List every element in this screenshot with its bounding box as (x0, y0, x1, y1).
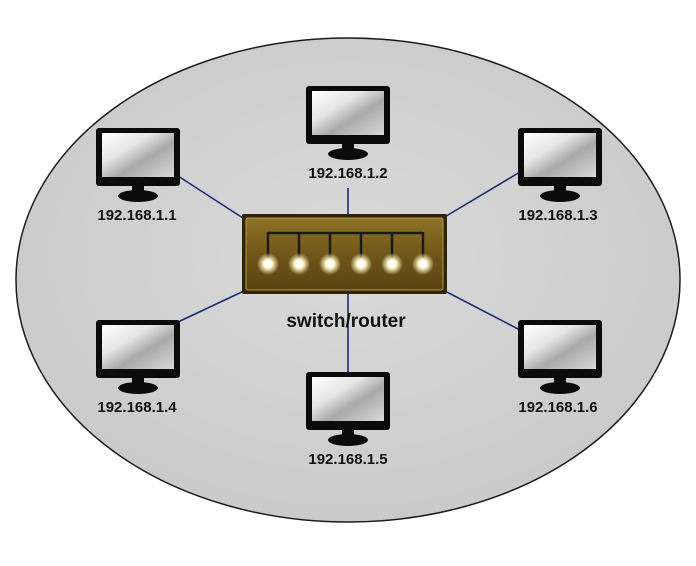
monitor-screen (312, 377, 384, 421)
computer-1: 192.168.1.1 (96, 128, 180, 224)
computer-2: 192.168.1.2 (306, 86, 390, 182)
port-light (326, 260, 334, 268)
switch-port-2 (288, 232, 310, 275)
ip-address-label: 192.168.1.1 (97, 207, 176, 224)
monitor-screen (524, 325, 596, 369)
monitor-screen (312, 91, 384, 135)
monitor-base (118, 382, 158, 394)
monitor-icon (306, 86, 390, 160)
monitor-icon (518, 320, 602, 394)
switch-port-5 (381, 232, 403, 275)
connection-line-1 (177, 175, 247, 221)
computers: 192.168.1.1 192.168.1.2 192.168.1.3 192.168… (96, 86, 602, 468)
switch-port-6 (412, 232, 434, 275)
ip-address-label: 192.168.1.5 (308, 451, 387, 468)
ip-address-label: 192.168.1.6 (518, 399, 597, 416)
switch-port-4 (350, 232, 372, 275)
port-light (419, 260, 427, 268)
monitor-screen (102, 133, 174, 177)
computer-3: 192.168.1.3 (518, 128, 602, 224)
switch-port-1 (257, 232, 279, 275)
monitor-icon (518, 128, 602, 202)
network-switch-icon (245, 217, 444, 291)
switch-router: switch/router (242, 214, 447, 332)
connection-line-3 (442, 171, 521, 219)
switch-port-3 (319, 232, 341, 275)
monitor-base (328, 434, 368, 446)
monitor-icon (96, 128, 180, 202)
ip-address-label: 192.168.1.4 (97, 399, 177, 416)
ip-address-label: 192.168.1.3 (518, 207, 597, 224)
monitor-base (328, 148, 368, 160)
connection-lines (177, 171, 521, 372)
computer-6: 192.168.1.6 (518, 320, 602, 416)
connection-line-6 (442, 289, 521, 331)
monitor-screen (524, 133, 596, 177)
monitor-base (540, 382, 580, 394)
switch-ports (257, 231, 434, 275)
connection-line-4 (177, 289, 247, 323)
ip-address-label: 192.168.1.2 (308, 165, 387, 182)
monitor-base (118, 190, 158, 202)
monitor-icon (96, 320, 180, 394)
port-light (295, 260, 303, 268)
computer-4: 192.168.1.4 (96, 320, 180, 416)
port-light (357, 260, 365, 268)
port-light (388, 260, 396, 268)
switch-label: switch/router (286, 311, 406, 332)
computer-5: 192.168.1.5 (306, 372, 390, 468)
monitor-screen (102, 325, 174, 369)
monitor-base (540, 190, 580, 202)
monitor-icon (306, 372, 390, 446)
port-light (264, 260, 272, 268)
